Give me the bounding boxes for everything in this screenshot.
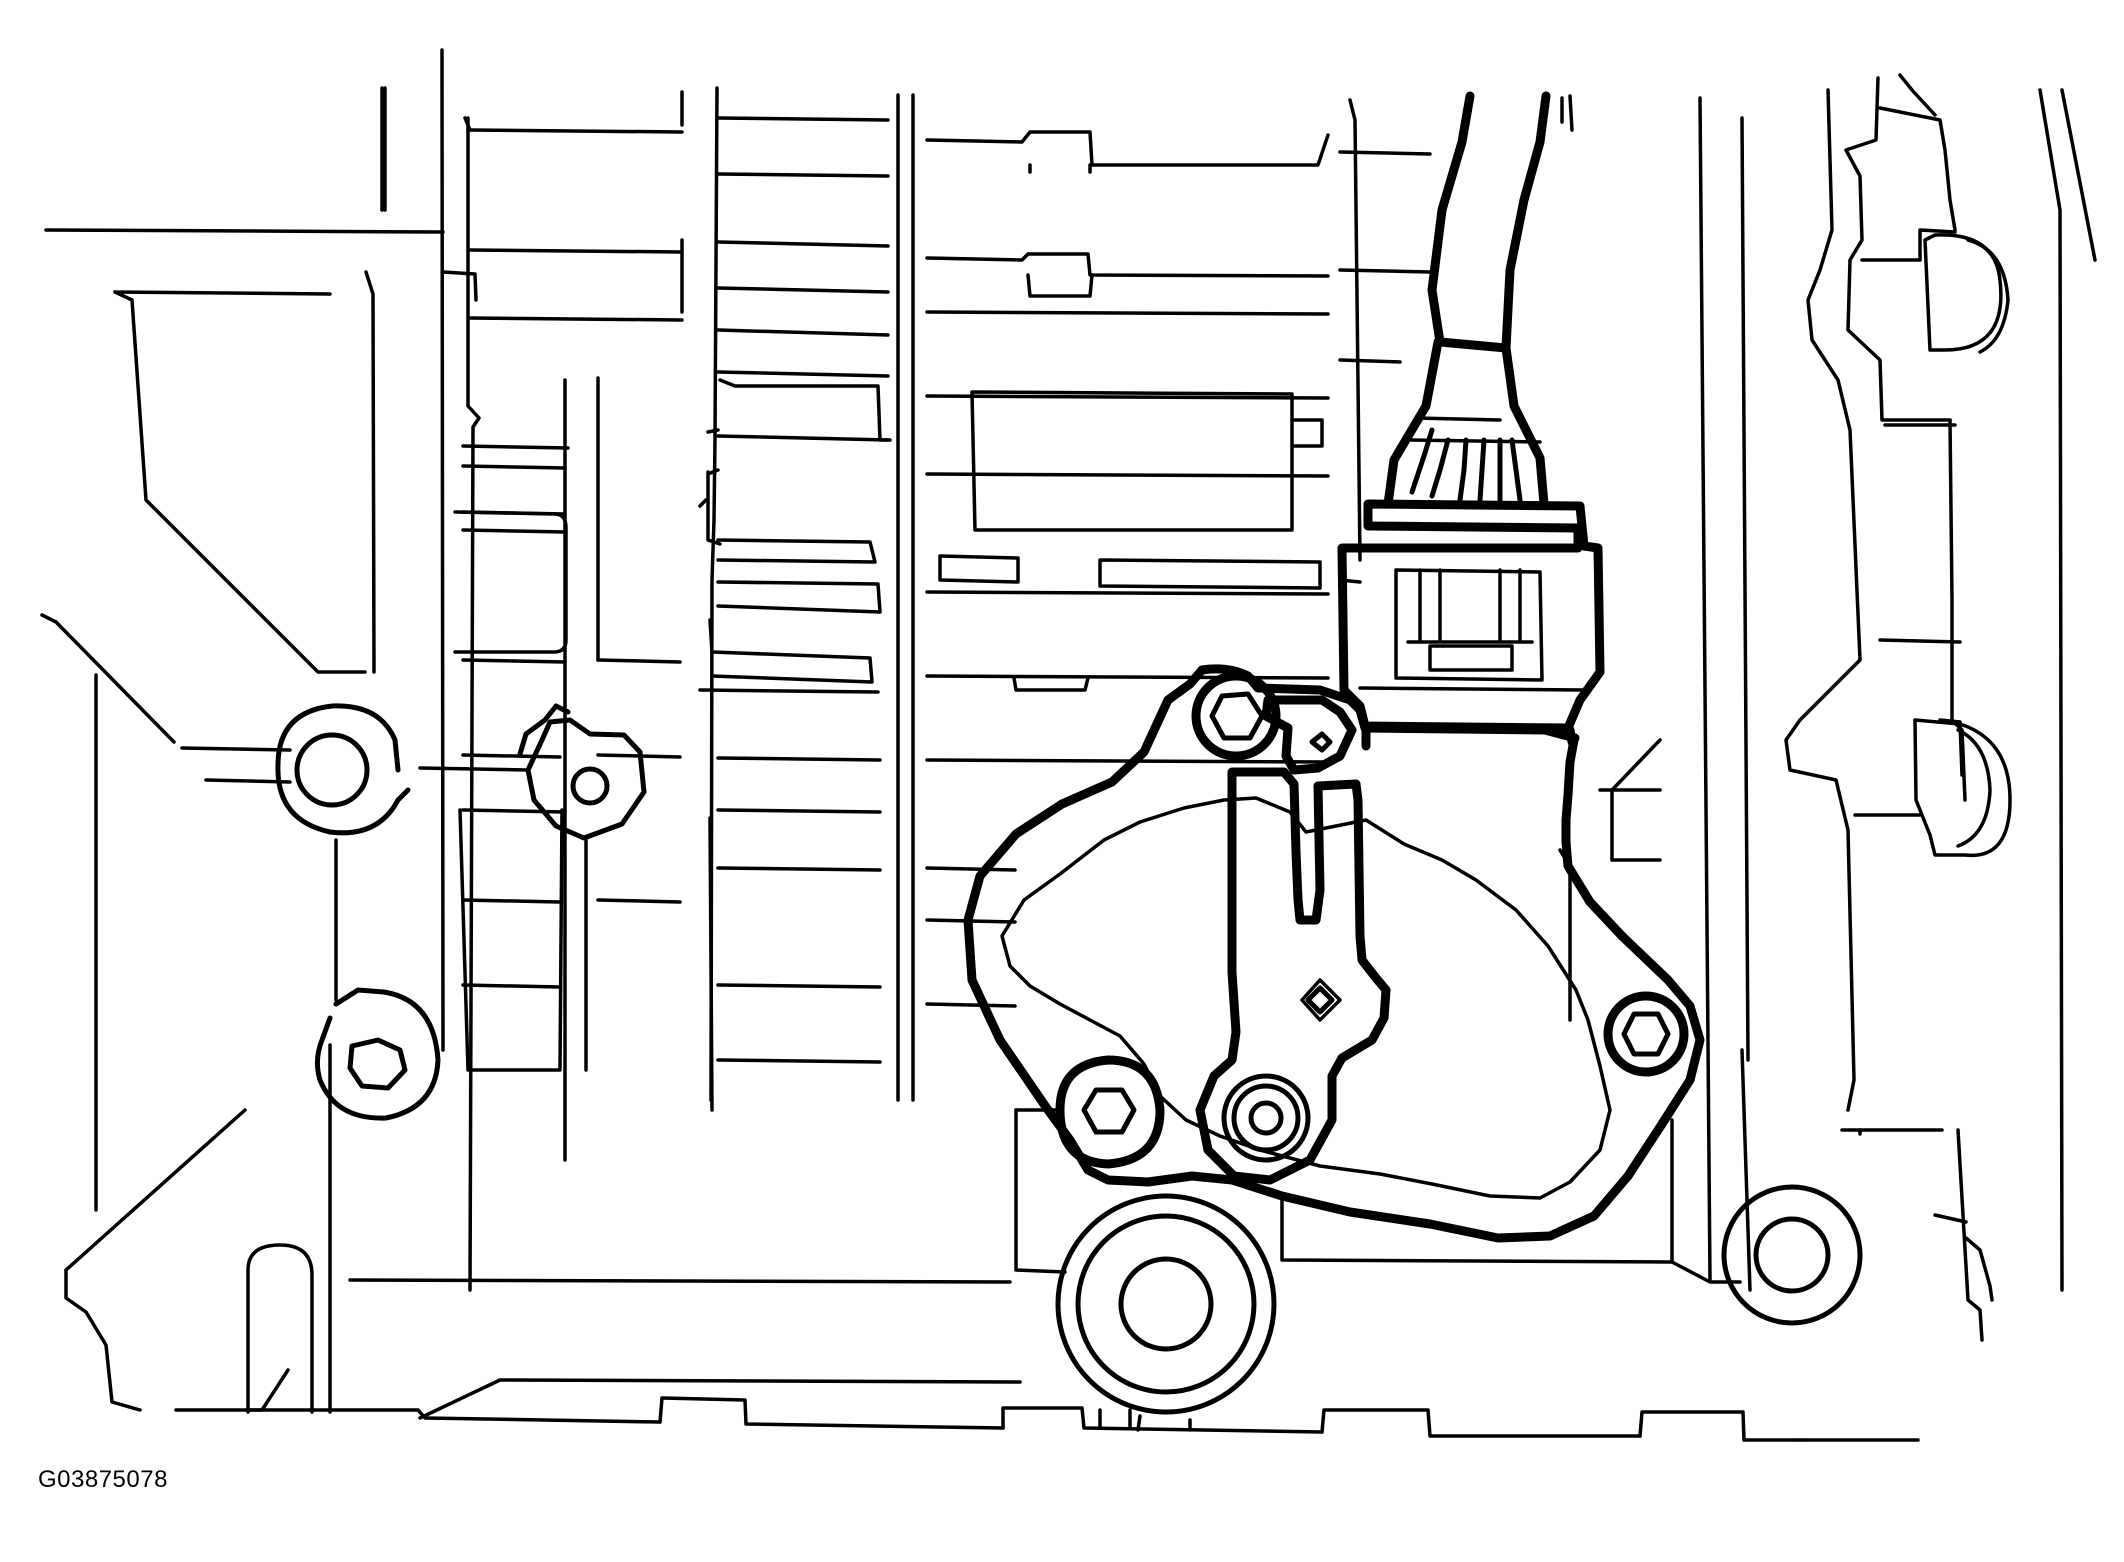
bottom-large-washer <box>1055 1193 1277 1415</box>
case-mounting-bolts <box>275 703 1863 1415</box>
sensor-right-bolt <box>1603 991 1689 1077</box>
connector-body <box>1337 499 1605 733</box>
wire-harness <box>1383 91 1551 509</box>
sensor-top-bracket <box>1261 695 1357 775</box>
range-sensor-assembly <box>963 664 1705 1243</box>
lever-pivot-nut <box>1221 1073 1311 1163</box>
left-flange-nut <box>517 703 647 841</box>
figure-id-label: G03875078 <box>38 1466 168 1493</box>
lever-diamond-marker <box>1305 985 1335 1015</box>
left-washer-bolt <box>275 703 411 836</box>
sensor-connector <box>1337 499 1605 733</box>
right-bottom-washer <box>1721 1184 1863 1326</box>
harness-boot <box>1383 337 1549 509</box>
sensor-left-bolt <box>1055 1055 1165 1169</box>
lower-left-bolt <box>314 987 441 1121</box>
connector-to-housing-joint <box>1361 721 1577 751</box>
manual-lever-arm <box>1195 767 1391 1185</box>
transmission-case-outline <box>40 48 2097 1442</box>
